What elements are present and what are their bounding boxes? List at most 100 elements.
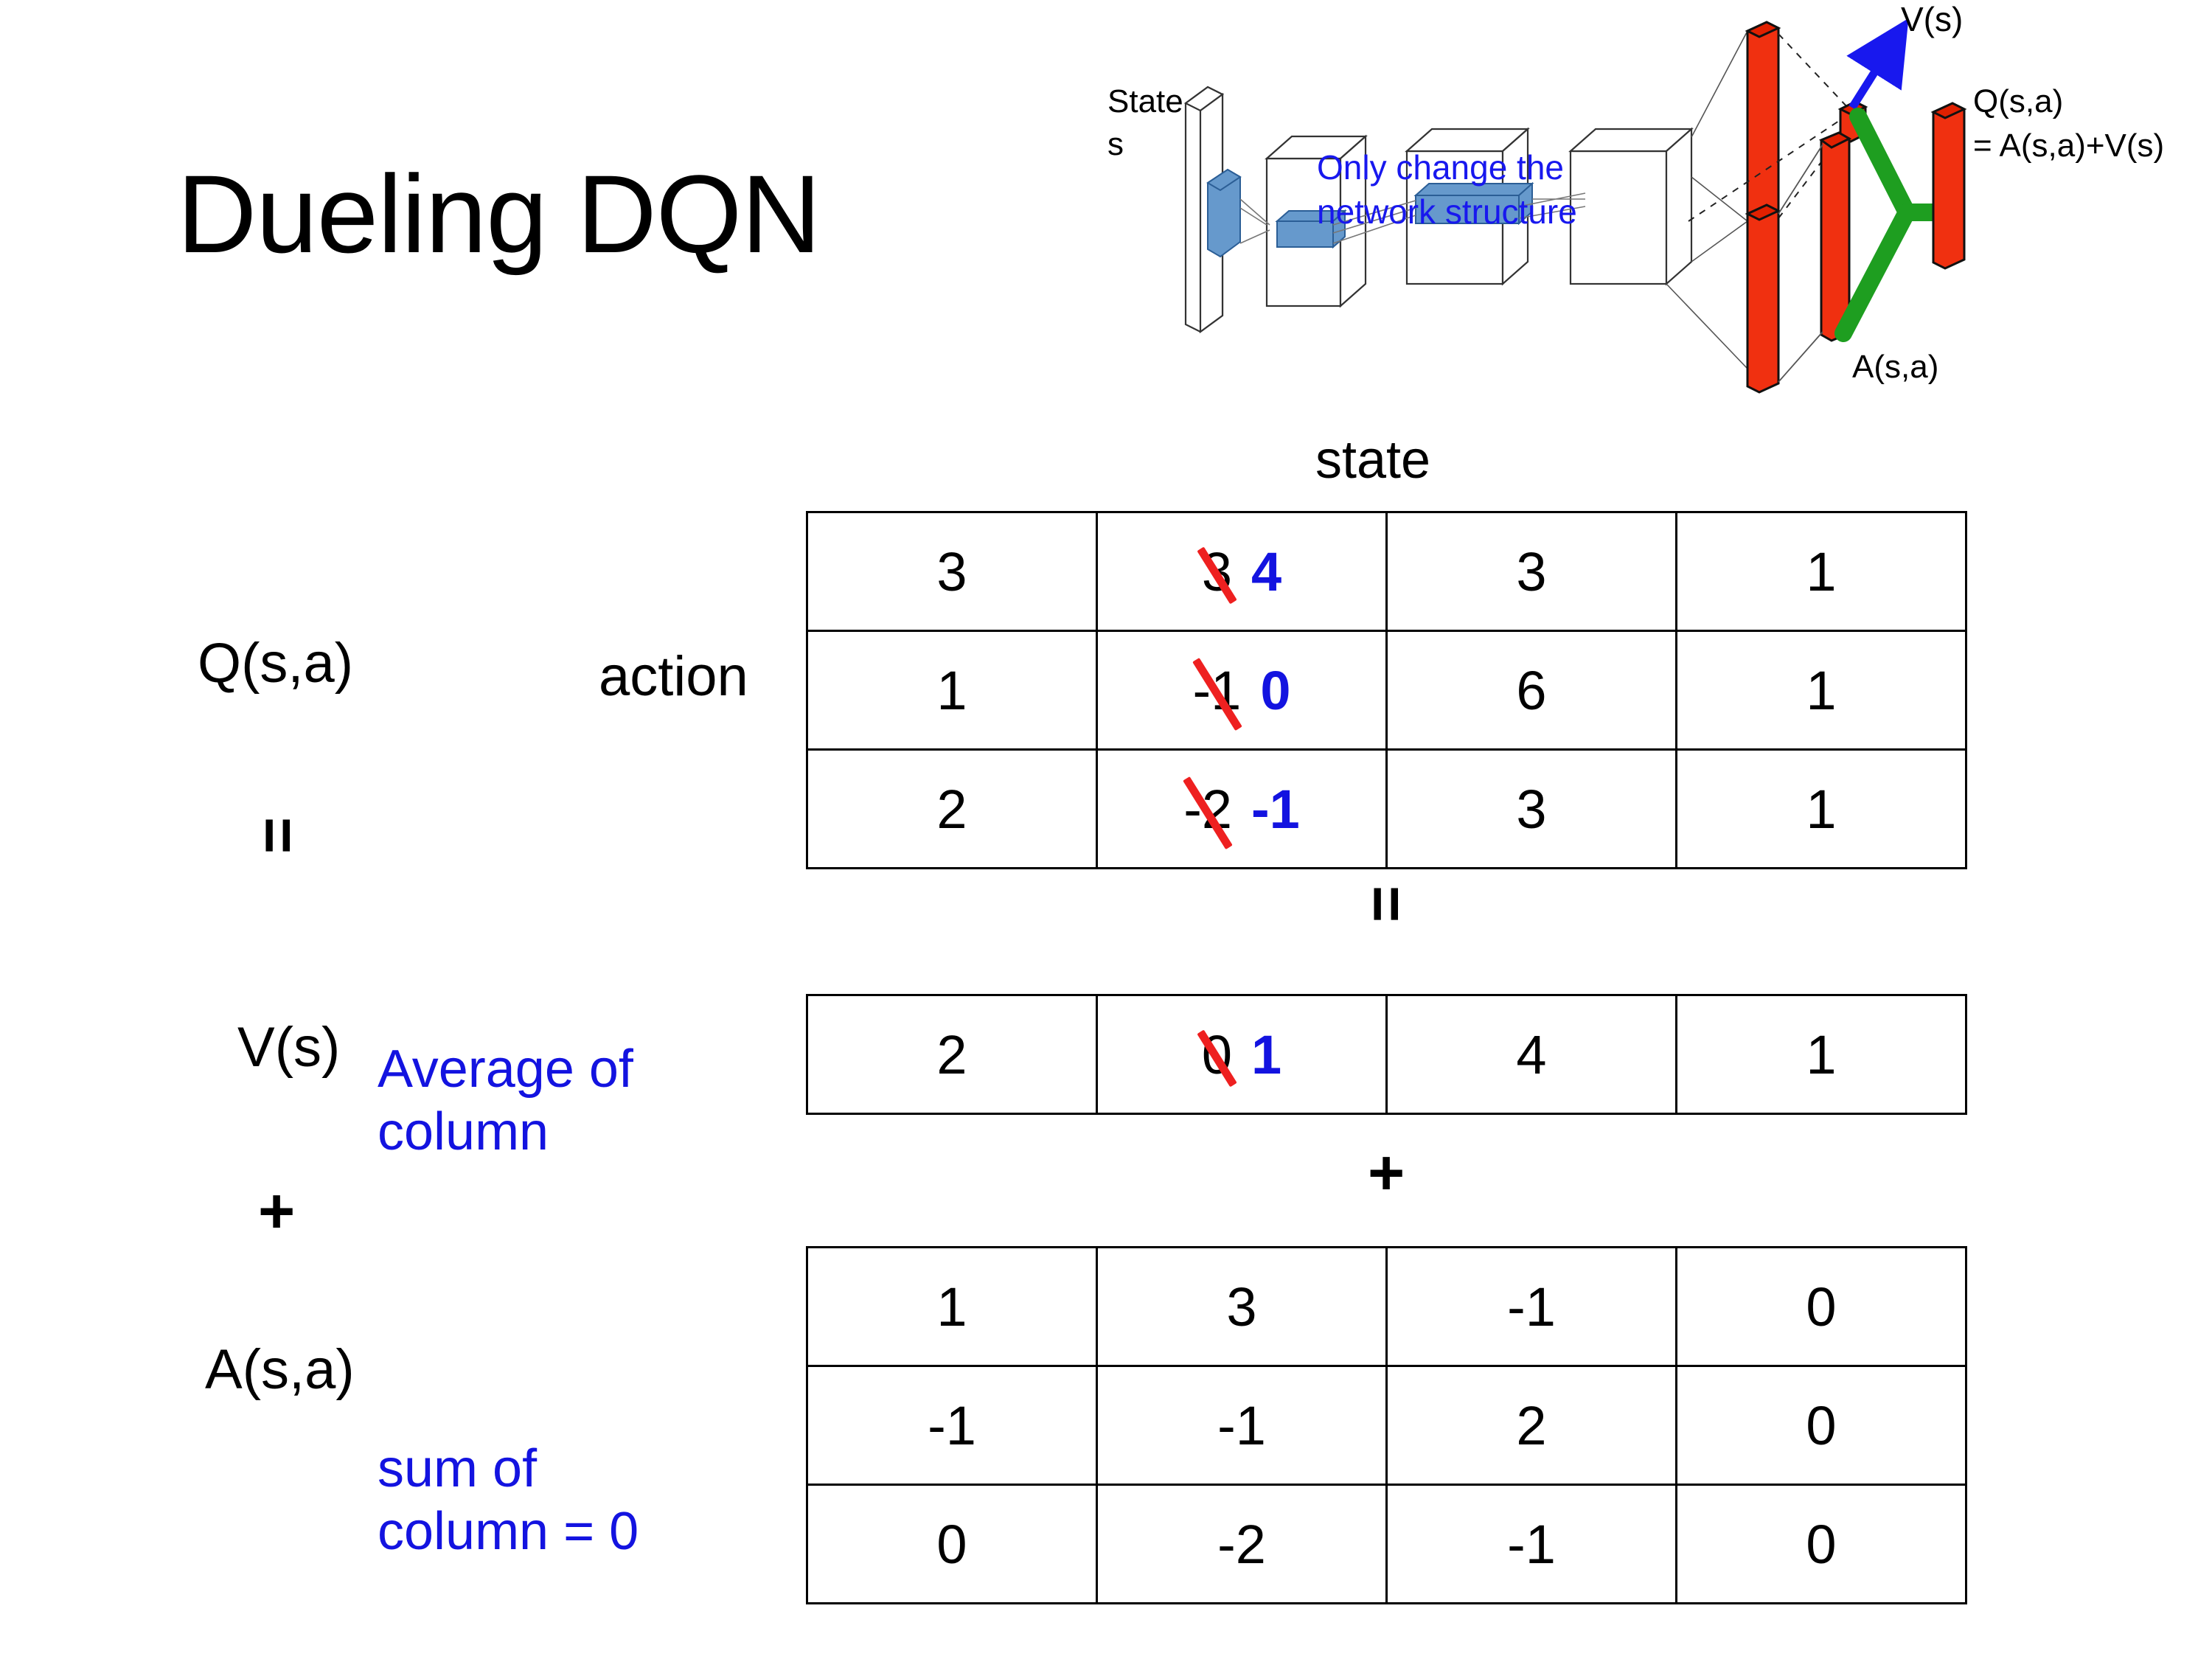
q-cell-r1c1[interactable]: 3 [806,511,1098,632]
diagram-note-line1: Only change the [1317,148,1564,187]
a-cell-r3c3[interactable]: -1 [1385,1484,1677,1604]
cell-value: -1 [928,1394,976,1456]
cell-value: 4 [1516,1023,1547,1085]
a-cell-r3c4[interactable]: 0 [1675,1484,1967,1604]
q-cell-r2c1[interactable]: 1 [806,630,1098,751]
a-cell-r1c4[interactable]: 0 [1675,1246,1967,1367]
a-value-table: 1 3 -1 0 -1 -1 2 0 0 -2 -1 0 [806,1246,1967,1604]
sum-of-column-line2: column = 0 [378,1501,639,1561]
edited-cell: -1 0 [1193,659,1291,722]
equals-sign-left: = [243,816,314,855]
state-axis-label: state [1315,431,1431,490]
cell-value: -2 [1217,1513,1266,1575]
q-table-row: 2 -2 -1 3 1 [806,748,1967,869]
cell-value: 2 [936,778,967,840]
cell-value: 1 [1806,659,1837,721]
sum-of-column-line1: sum of [378,1439,538,1498]
a-table-row: 0 -2 -1 0 [806,1484,1967,1604]
q-cell-r2c2[interactable]: -1 0 [1096,630,1388,751]
a-table-row: -1 -1 2 0 [806,1365,1967,1486]
q-table-row: 1 -1 0 6 1 [806,630,1967,751]
diagram-q-label-2: = A(s,a)+V(s) [1973,128,2164,164]
diagram-note-line2: network structure [1317,192,1577,231]
a-cell-r1c1[interactable]: 1 [806,1246,1098,1367]
average-of-column-line2: column [378,1102,549,1161]
a-cell-r1c3[interactable]: -1 [1385,1246,1677,1367]
page-title: Dueling DQN [177,152,821,276]
new-value: 0 [1260,659,1291,721]
a-cell-r2c1[interactable]: -1 [806,1365,1098,1486]
a-table-body: 1 3 -1 0 -1 -1 2 0 0 -2 -1 0 [806,1246,1967,1604]
average-of-column-note: Average of column [378,1038,633,1164]
sum-of-column-note: sum of column = 0 [378,1438,639,1563]
struck-old-value: 3 [1201,540,1232,602]
diagram-q-label-1: Q(s,a) [1973,83,2063,119]
diagram-advantage-label: A(s,a) [1852,349,1938,385]
cell-value: 3 [1226,1276,1257,1338]
average-of-column-line1: Average of [378,1040,633,1099]
new-value: -1 [1251,778,1300,840]
q-function-label: Q(s,a) [198,632,354,695]
q-cell-r3c2[interactable]: -2 -1 [1096,748,1388,869]
cell-value: -1 [1507,1276,1556,1338]
q-cell-r3c3[interactable]: 3 [1385,748,1677,869]
plus-sign-left: + [258,1176,296,1247]
v-cell-r1c3[interactable]: 4 [1385,994,1677,1115]
cell-value: 1 [1806,778,1837,840]
a-cell-r2c4[interactable]: 0 [1675,1365,1967,1486]
cell-value: 3 [1516,778,1547,840]
cell-value: 1 [936,1276,967,1338]
q-cell-r2c4[interactable]: 1 [1675,630,1967,751]
struck-old-value: 0 [1201,1023,1232,1085]
q-cell-r3c4[interactable]: 1 [1675,748,1967,869]
edited-cell: -2 -1 [1183,778,1300,841]
cell-value: 0 [1806,1513,1837,1575]
cell-value: 2 [936,1023,967,1085]
new-value: 4 [1251,540,1282,602]
new-value: 1 [1251,1023,1282,1085]
plus-sign-middle: + [1368,1138,1405,1208]
cell-value: 6 [1516,659,1547,721]
a-cell-r1c2[interactable]: 3 [1096,1246,1388,1367]
cell-value: 0 [936,1513,967,1575]
a-cell-r2c2[interactable]: -1 [1096,1365,1388,1486]
action-axis-label: action [599,645,748,708]
dueling-network-diagram: V(s) [1099,0,2212,413]
cell-value: 0 [1806,1394,1837,1456]
diagram-state-label-1: State [1107,83,1183,119]
cell-value: 0 [1806,1276,1837,1338]
a-cell-r3c2[interactable]: -2 [1096,1484,1388,1604]
a-cell-r3c1[interactable]: 0 [806,1484,1098,1604]
struck-old-value: -2 [1183,778,1232,840]
v-cell-r1c1[interactable]: 2 [806,994,1098,1115]
q-cell-r3c1[interactable]: 2 [806,748,1098,869]
q-cell-r2c3[interactable]: 6 [1385,630,1677,751]
cell-value: 1 [1806,540,1837,602]
cell-value: 2 [1516,1394,1547,1456]
v-function-label: V(s) [237,1016,341,1079]
cell-value: 1 [1806,1023,1837,1085]
cell-value: 1 [936,659,967,721]
v-cell-r1c4[interactable]: 1 [1675,994,1967,1115]
equals-sign-middle: = [1351,885,1422,923]
a-function-label: A(s,a) [205,1338,355,1401]
cell-value: -1 [1507,1513,1556,1575]
q-cell-r1c3[interactable]: 3 [1385,511,1677,632]
diagram-value-label: V(s) [1901,0,1963,38]
cell-value: -1 [1217,1394,1266,1456]
struck-old-value: -1 [1192,659,1242,721]
q-cell-r1c4[interactable]: 1 [1675,511,1967,632]
a-table-row: 1 3 -1 0 [806,1246,1967,1367]
a-cell-r2c3[interactable]: 2 [1385,1365,1677,1486]
